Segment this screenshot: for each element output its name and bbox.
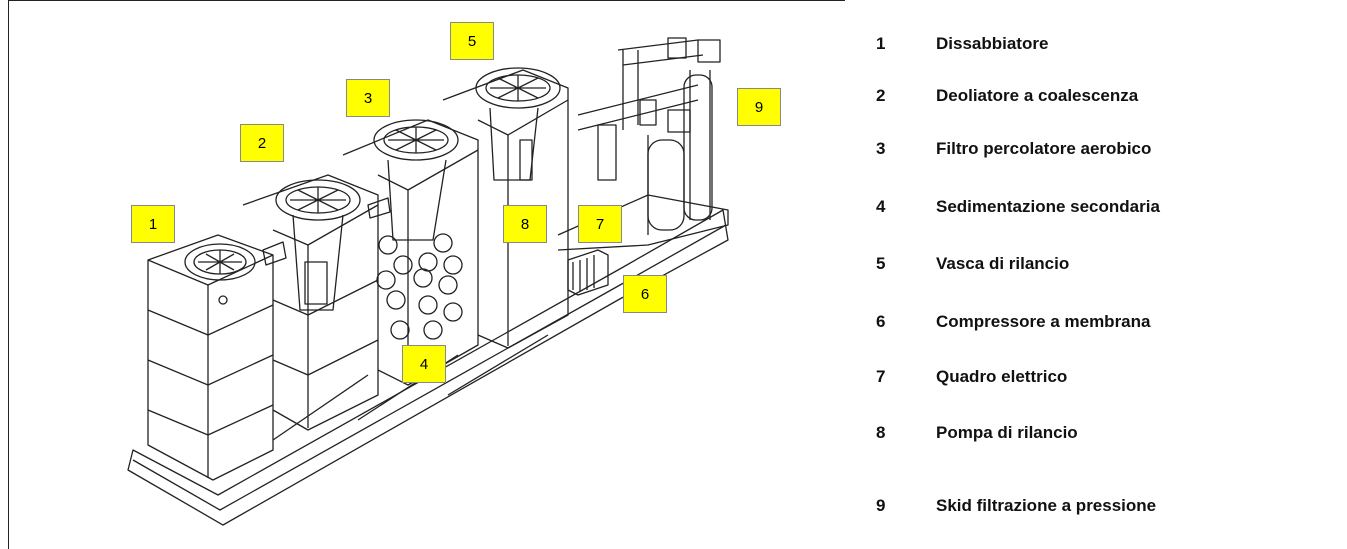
legend-label: Dissabbiatore [936,34,1049,53]
legend-item-7: 7 Quadro elettrico [876,365,1067,389]
compressor [567,249,609,296]
callout-1: 1 [131,205,175,243]
legend-label: Pompa di rilancio [936,423,1078,442]
callout-7: 7 [578,205,622,243]
legend-number: 9 [876,496,886,515]
filtration-skid [557,37,729,251]
legend-item-1: 1 Dissabbiatore [876,32,1048,56]
callout-5: 5 [450,22,494,60]
legend: 1 Dissabbiatore 2 Deoliatore a coalescen… [876,0,1336,549]
legend-label: Quadro elettrico [936,367,1068,386]
legend-label: Compressore a membrana [936,312,1151,331]
legend-label: Vasca di rilancio [936,254,1070,273]
legend-label: Filtro percolatore aerobico [936,139,1152,158]
legend-label: Sedimentazione secondaria [936,197,1160,216]
callout-4: 4 [402,345,446,383]
legend-number: 3 [876,139,886,158]
legend-item-5: 5 Vasca di rilancio [876,252,1069,276]
plant-drawing [127,37,729,526]
legend-item-3: 3 Filtro percolatore aerobico [876,137,1151,161]
callout-3: 3 [346,79,390,117]
legend-item-8: 8 Pompa di rilancio [876,421,1078,445]
legend-number: 8 [876,423,886,442]
legend-number: 5 [876,254,886,273]
legend-item-2: 2 Deoliatore a coalescenza [876,84,1138,108]
tank-5 [442,67,569,349]
tank-2 [242,174,379,431]
callout-9: 9 [737,88,781,126]
sedimentation-media [376,233,463,340]
legend-label: Deoliatore a coalescenza [936,86,1139,105]
legend-item-6: 6 Compressore a membrana [876,310,1150,334]
legend-number: 4 [876,197,886,216]
tank-1 [147,234,274,481]
legend-item-9: 9 Skid filtrazione a pressione [876,494,1156,518]
legend-number: 7 [876,367,886,386]
legend-item-4: 4 Sedimentazione secondaria [876,195,1160,219]
diagram-frame [8,0,845,549]
callout-2: 2 [240,124,284,162]
callout-6: 6 [623,275,667,313]
legend-number: 6 [876,312,886,331]
legend-number: 1 [876,34,886,53]
callout-8: 8 [503,205,547,243]
legend-label: Skid filtrazione a pressione [936,496,1157,515]
legend-number: 2 [876,86,886,105]
